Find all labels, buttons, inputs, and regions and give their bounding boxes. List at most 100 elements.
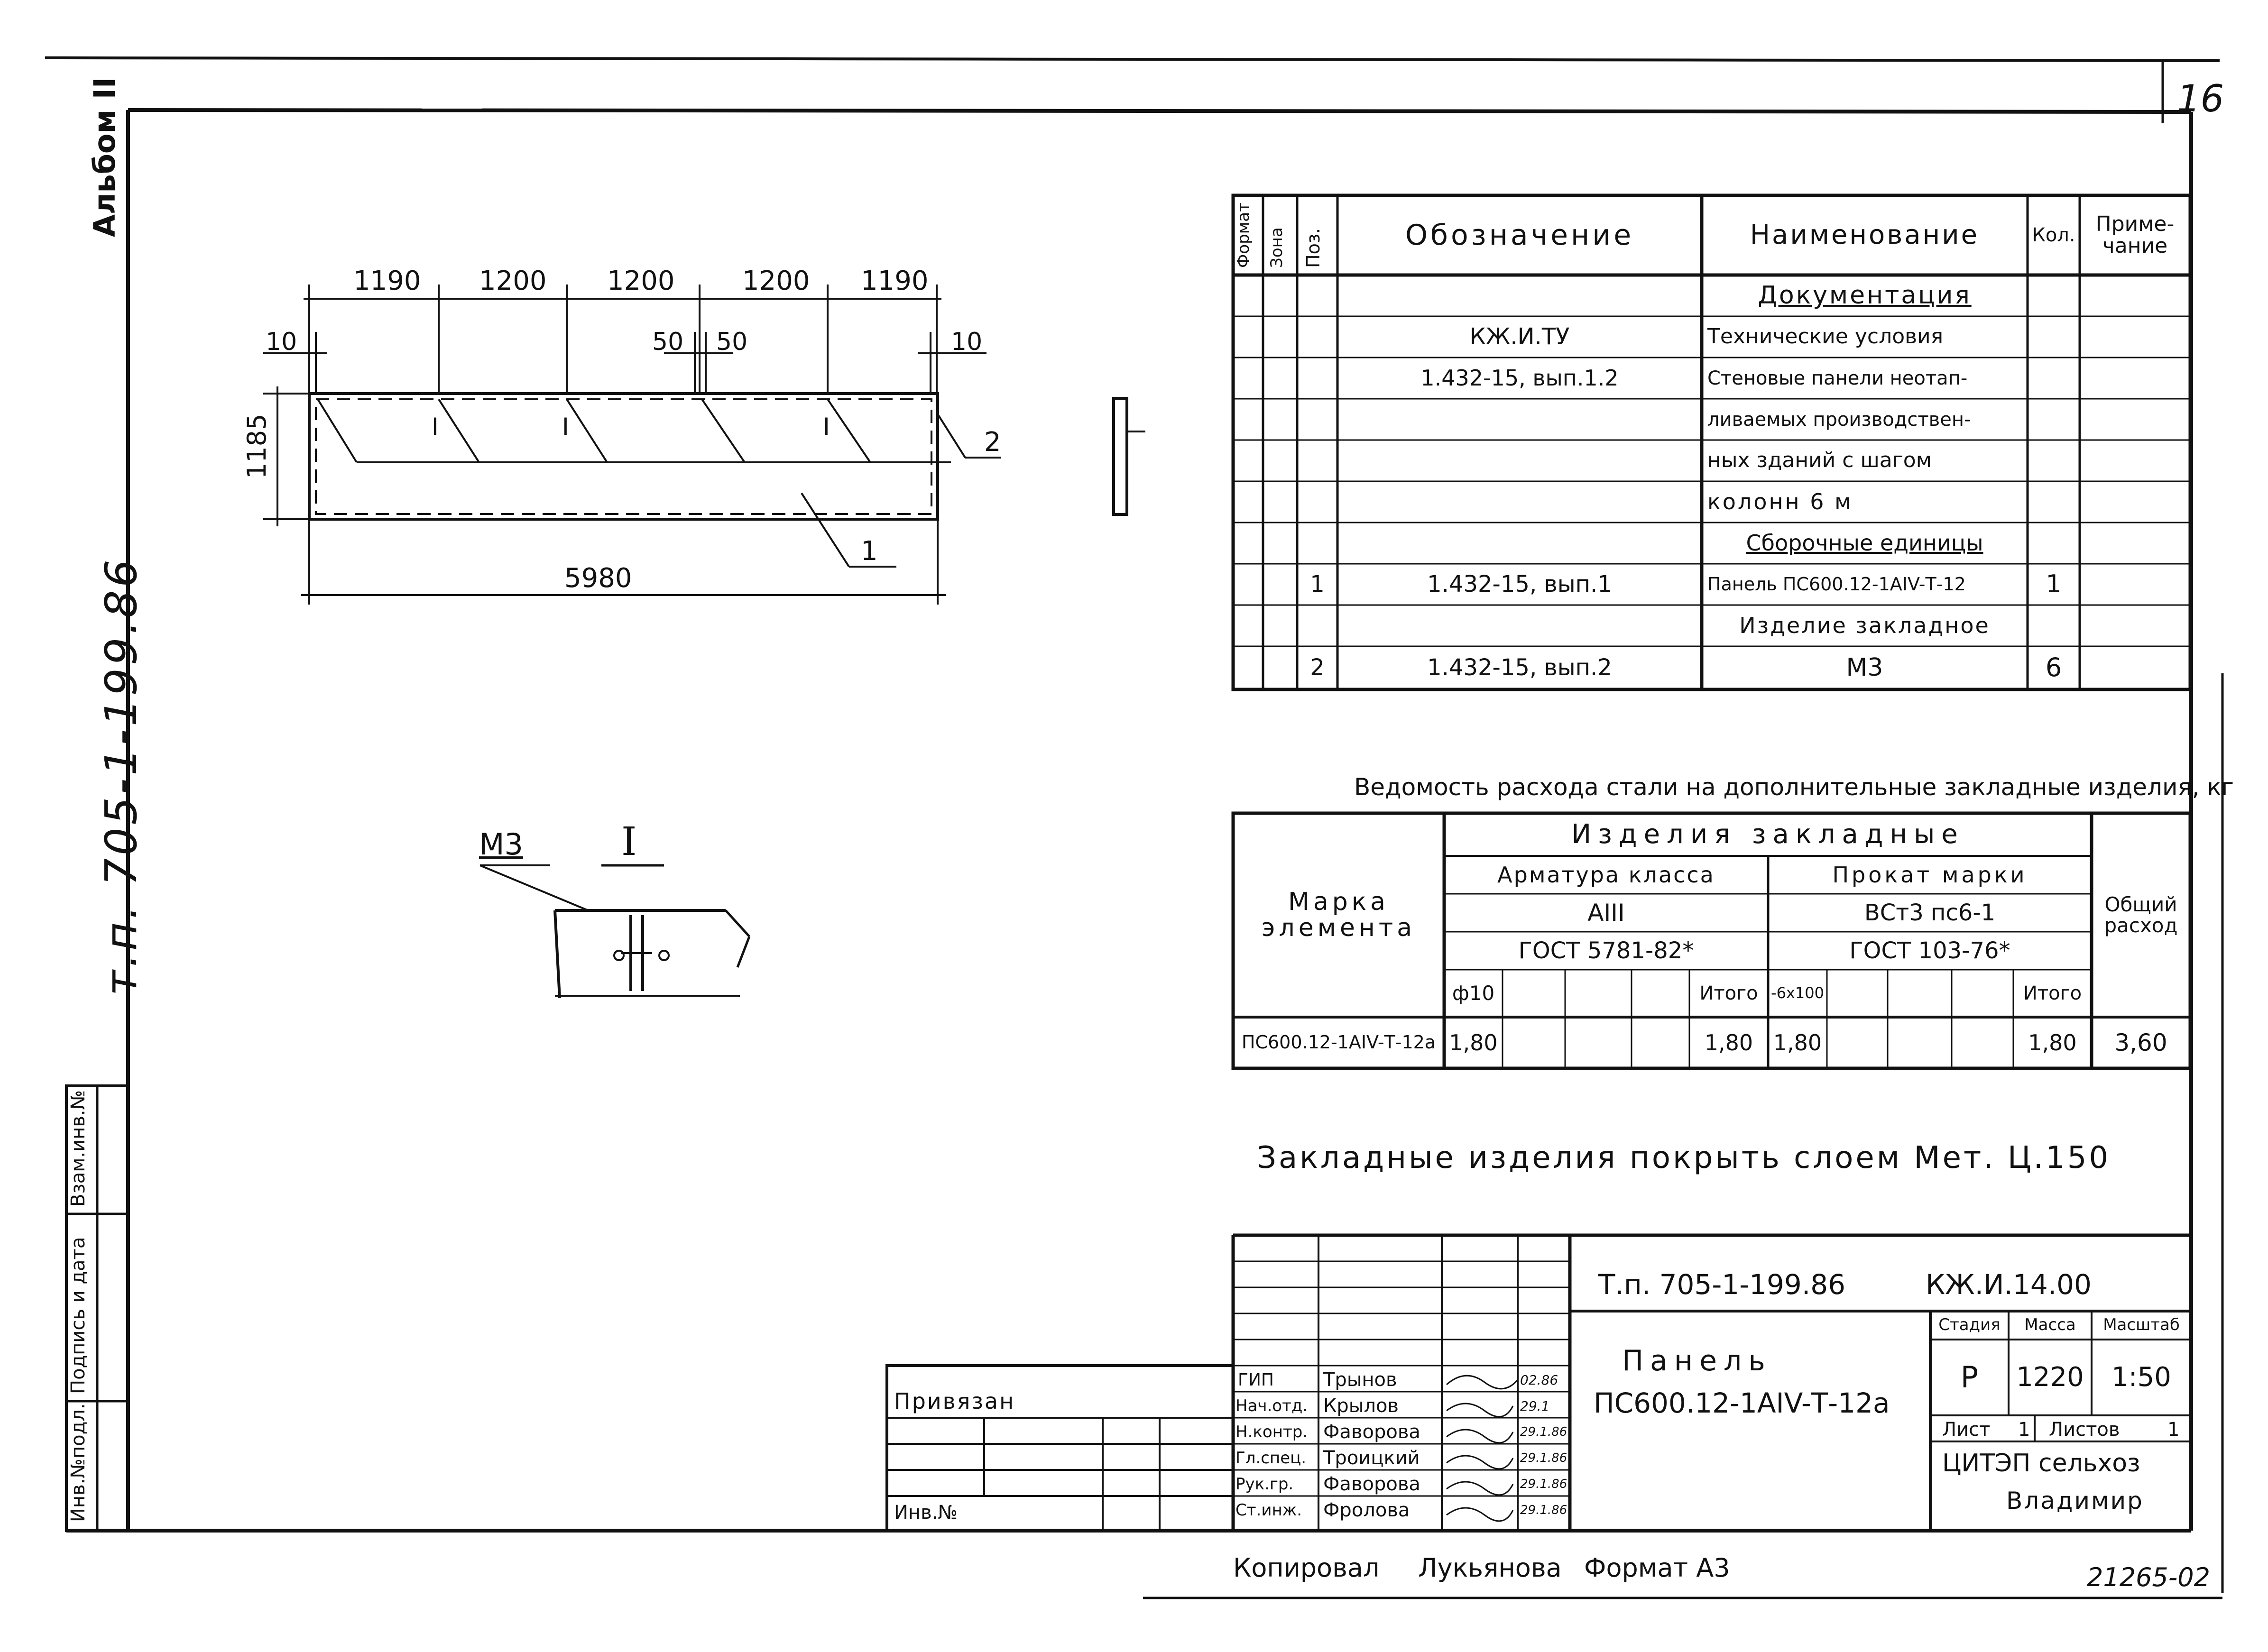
title-org-2: Владимир (2006, 1487, 2144, 1514)
steel-row-rolled-1: 1,80 (1773, 1029, 1822, 1055)
spec-row-10-designation: 1.432-15, вып.2 (1427, 654, 1612, 681)
signer-5-role: Рук.гр. (1235, 1475, 1294, 1494)
coating-note: Закладные изделия покрыть слоем Мет. Ц.1… (1257, 1140, 2111, 1175)
spec-row-9-name: Изделие закладное (1739, 613, 1990, 639)
inv-no-label: Инв.№ (894, 1502, 958, 1524)
dim-height: 1185 (242, 413, 272, 479)
steel-row-total: 3,60 (2114, 1028, 2167, 1056)
steel-header-rolled-grade: ВСт3 пс6-1 (1864, 899, 1996, 926)
steel-row-rebar-total: 1,80 (1704, 1029, 1753, 1055)
signer-3-name: Фаворова (1323, 1421, 1420, 1443)
title-stage: Р (1960, 1360, 1979, 1395)
spec-header-zone: Зона (1267, 227, 1286, 268)
signer-2-role: Нач.отд. (1235, 1396, 1308, 1415)
signer-3-role: Н.контр. (1235, 1423, 1308, 1441)
spec-row-8-designation: 1.432-15, вып.1 (1427, 571, 1612, 598)
page-number: 16 (2177, 78, 2224, 120)
album-label: Альбом II (87, 77, 122, 237)
steel-sub-rebar-1: ф10 (1452, 981, 1495, 1005)
stamp-signature-date: Подпись и дата (67, 1237, 89, 1394)
title-stage-header: Стадия (1938, 1315, 2001, 1335)
footer-format: Формат А3 (1584, 1553, 1730, 1583)
title-doc: Т.п. 705-1-199.86 (1598, 1268, 1846, 1301)
steel-sub-rolled-1: -6х100 (1771, 984, 1824, 1002)
steel-row-mark: ПС600.12-1АIV-Т-12а (1241, 1032, 1436, 1053)
spec-header-qty: Кол. (2032, 224, 2075, 246)
signer-6-date: 29.1.86 (1520, 1503, 1567, 1517)
dim-top-1: 1190 (353, 266, 421, 296)
steel-header-rebar-grade: АIII (1587, 899, 1625, 927)
steel-header-mark: Марка элемента (1261, 888, 1416, 942)
signer-2-name: Крылов (1323, 1395, 1399, 1417)
spec-row-8-name: Панель ПС600.12-1АIV-Т-12 (1707, 573, 1966, 595)
signer-5-date: 29.1.86 (1520, 1477, 1567, 1491)
spec-row-4-name: ливаемых производствен- (1707, 408, 1971, 431)
title-scale: 1:50 (2111, 1361, 2171, 1393)
signer-4-name: Троицкий (1323, 1447, 1420, 1469)
steel-header-group: Изделия закладные (1571, 818, 1964, 850)
spec-header-note: Приме- чание (2095, 211, 2175, 258)
title-scale-header: Масштаб (2103, 1315, 2180, 1335)
dim-top-2: 1200 (479, 266, 547, 296)
title-org-1: ЦИТЭП сельхоз (1942, 1449, 2140, 1478)
footer-copied: Копировал (1233, 1553, 1380, 1583)
dim-top-5: 1190 (861, 266, 929, 296)
steel-table-title: Ведомость расхода стали на дополнительны… (1354, 773, 2234, 801)
spec-header-format: Формат (1234, 202, 1253, 268)
spec-row-8-pos: 1 (1310, 571, 1325, 598)
signer-2-date: 29.1 (1520, 1398, 1550, 1414)
dim-top-3: 1200 (607, 266, 675, 296)
title-name-line1: Панель (1622, 1344, 1772, 1377)
callout-2: 2 (984, 427, 1001, 458)
dim-length: 5980 (564, 563, 632, 594)
signer-1-date: 02.86 (1520, 1372, 1558, 1388)
steel-header-rebar-gost: ГОСТ 5781-82* (1518, 937, 1694, 964)
dim-50-left: 50 (652, 328, 684, 356)
steel-header-rebar-class: Арматура класса (1497, 862, 1715, 888)
spec-row-10-pos: 2 (1310, 654, 1325, 681)
dim-right-10: 10 (951, 328, 983, 356)
steel-sub-rebar-total: Итого (1699, 982, 1758, 1004)
signer-1-role: ГИП (1238, 1370, 1274, 1390)
spec-row-10-qty: 6 (2045, 652, 2062, 683)
signer-6-name: Фролова (1323, 1499, 1410, 1521)
signer-6-role: Ст.инж. (1235, 1501, 1302, 1520)
spec-row-5-name: ных зданий с шагом (1707, 448, 1932, 473)
footer-copier: Лукьянова (1418, 1553, 1562, 1583)
spec-row-2-name: Технические условия (1707, 324, 1944, 349)
privyazan-label: Привязан (894, 1388, 1015, 1414)
spec-row-2-designation: КЖ.И.ТУ (1469, 323, 1570, 350)
title-name-line2: ПС600.12-1АIV-Т-12а (1594, 1387, 1890, 1419)
section-mark-1: I (432, 413, 439, 441)
spec-header-pos: Поз. (1303, 228, 1324, 268)
steel-header-rolled: Прокат марки (1832, 862, 2028, 888)
spec-row-10-name: М3 (1846, 653, 1883, 682)
steel-header-total: Общий расход (2104, 892, 2178, 937)
dim-top-4: 1200 (742, 266, 810, 296)
callout-1: 1 (861, 536, 878, 567)
signer-3-date: 29.1.86 (1520, 1425, 1567, 1439)
section-mark-2: I (562, 413, 569, 441)
title-sheet-label: Лист (1942, 1419, 1991, 1441)
detail-roman-label: I (621, 819, 637, 864)
steel-header-rolled-gost: ГОСТ 103-76* (1849, 937, 2010, 964)
title-sheet-no: 1 (2018, 1419, 2030, 1441)
signer-5-name: Фаворова (1323, 1473, 1420, 1495)
signer-1-name: Трынов (1323, 1369, 1397, 1391)
title-sheet-code: КЖ.И.14.00 (1926, 1268, 2092, 1301)
spec-row-7-name: Сборочные единицы (1746, 530, 1983, 556)
stamp-inv-orig: Инв.№подл. (67, 1403, 89, 1522)
signer-4-date: 29.1.86 (1520, 1451, 1567, 1465)
steel-sub-rolled-total: Итого (2023, 982, 2082, 1004)
dim-left-10: 10 (266, 328, 297, 356)
title-mass: 1220 (2016, 1361, 2084, 1393)
footer-number: 21265-02 (2087, 1562, 2210, 1592)
spec-row-1-name: Документация (1758, 281, 1972, 310)
detail-m3-label: М3 (479, 827, 523, 862)
steel-row-rolled-total: 1,80 (2028, 1029, 2077, 1055)
spec-row-8-qty: 1 (2046, 570, 2062, 599)
section-mark-3: I (823, 413, 830, 441)
spec-row-3-designation: 1.432-15, вып.1.2 (1420, 365, 1619, 391)
